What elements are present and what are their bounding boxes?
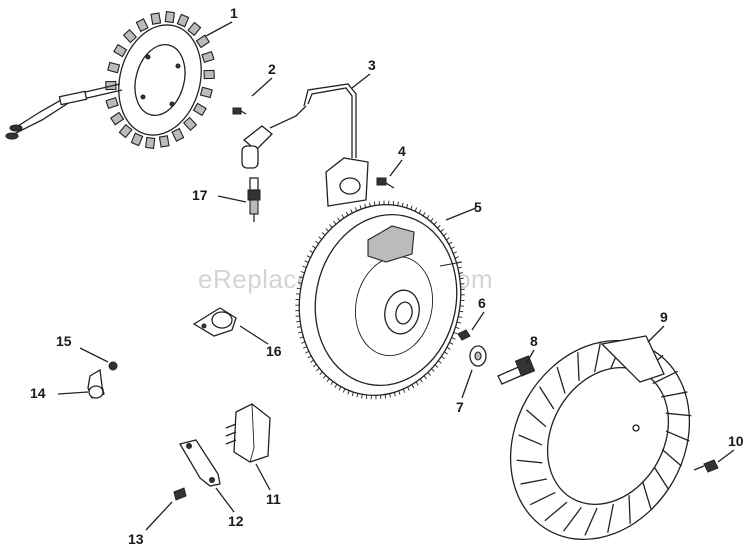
fan-blade (539, 386, 555, 410)
stator-tooth (130, 132, 144, 147)
callout-number-10: 10 (728, 433, 744, 449)
fan-blade (544, 501, 568, 522)
stator-tooth (122, 28, 138, 44)
callout-number-9: 9 (660, 309, 668, 325)
fan-blade (653, 466, 669, 490)
spark-plug-part[interactable] (247, 177, 261, 222)
leader-line-17 (217, 195, 247, 203)
stator-tooth (201, 51, 215, 64)
leader-line-8 (525, 349, 535, 365)
screw-part-13[interactable] (173, 487, 187, 501)
fan-blade (584, 507, 598, 536)
leader-line-16 (239, 325, 269, 345)
callout-number-7: 7 (456, 399, 464, 415)
stator-tooth (109, 111, 125, 126)
bracket-part[interactable] (178, 439, 221, 487)
leader-line-6 (471, 311, 485, 331)
fan-blade (607, 503, 614, 533)
callout-number-6: 6 (478, 295, 486, 311)
fan-blade (594, 343, 601, 373)
callout-number-8: 8 (530, 333, 538, 349)
fan-blade (526, 409, 547, 428)
stator-tooth (135, 18, 149, 33)
stator-tooth (195, 34, 211, 49)
stator-tooth (118, 123, 133, 139)
fan-blade (563, 507, 582, 532)
leader-line-3 (351, 73, 371, 89)
leader-line-12 (215, 487, 235, 513)
leader-line-2 (251, 77, 273, 97)
fan-blade (642, 482, 652, 510)
fan-blade (520, 478, 547, 485)
fan-blade (652, 370, 679, 385)
leader-line-11 (255, 463, 271, 491)
stator-tooth (203, 69, 215, 80)
stator-part[interactable] (5, 10, 215, 150)
stator-tooth (113, 43, 128, 58)
callout-number-3: 3 (368, 57, 376, 73)
leader-line-5 (445, 207, 477, 221)
callout-number-11: 11 (266, 491, 281, 507)
fan-blade (529, 491, 556, 506)
leader-line-10 (717, 449, 735, 463)
stator-tooth (105, 96, 119, 109)
screw-part-10[interactable] (693, 459, 719, 473)
callout-number-4: 4 (398, 143, 406, 159)
screw-part-2[interactable] (232, 107, 247, 115)
screw-part-4[interactable] (376, 177, 395, 189)
nut-part[interactable] (108, 361, 118, 371)
callout-number-14: 14 (30, 385, 46, 401)
fan-part[interactable] (475, 308, 724, 552)
stator-tooth (176, 13, 190, 28)
leader-line-14 (57, 391, 89, 395)
callout-number-17: 17 (192, 187, 208, 203)
fan-blade (661, 391, 688, 398)
leader-line-1 (205, 21, 233, 37)
bolt-part-8[interactable] (497, 355, 536, 385)
stator-tooth (192, 102, 207, 117)
leader-line-15 (79, 347, 109, 363)
fan-blade (665, 412, 692, 417)
callout-number-16: 16 (266, 343, 282, 359)
leader-line-13 (145, 501, 173, 531)
stator-tooth (145, 136, 156, 150)
leader-line-7 (461, 369, 473, 399)
flywheel-part[interactable] (282, 189, 478, 410)
fan-blade (661, 448, 682, 467)
rectifier-part[interactable] (225, 403, 271, 463)
stator-tooth (171, 127, 185, 142)
stator-tooth (199, 86, 213, 99)
stator-tooth (107, 61, 121, 74)
callout-number-12: 12 (228, 513, 244, 529)
callout-number-1: 1 (230, 5, 238, 21)
fan-blade (518, 434, 543, 446)
stator-tooth (164, 10, 175, 24)
clip-part-14[interactable] (87, 368, 105, 399)
stator-tooth (182, 116, 198, 132)
callout-number-15: 15 (56, 333, 72, 349)
clamp-part[interactable] (192, 307, 237, 337)
stator-tooth (150, 12, 162, 25)
fan-blade (516, 459, 543, 464)
fan-blade (628, 495, 631, 524)
stator-tooth (158, 135, 170, 148)
ignition-module-part[interactable] (241, 83, 369, 207)
key-part[interactable] (457, 329, 471, 341)
callout-number-5: 5 (474, 199, 482, 215)
leader-line-4 (389, 159, 403, 177)
leader-line-9 (647, 325, 665, 343)
callout-number-2: 2 (268, 61, 276, 77)
fan-blade (556, 366, 566, 394)
fan-blade (665, 430, 690, 442)
callout-number-13: 13 (128, 531, 144, 547)
fan-blade (577, 352, 580, 381)
stator-tooth (187, 21, 202, 37)
washer-part[interactable] (469, 345, 487, 367)
